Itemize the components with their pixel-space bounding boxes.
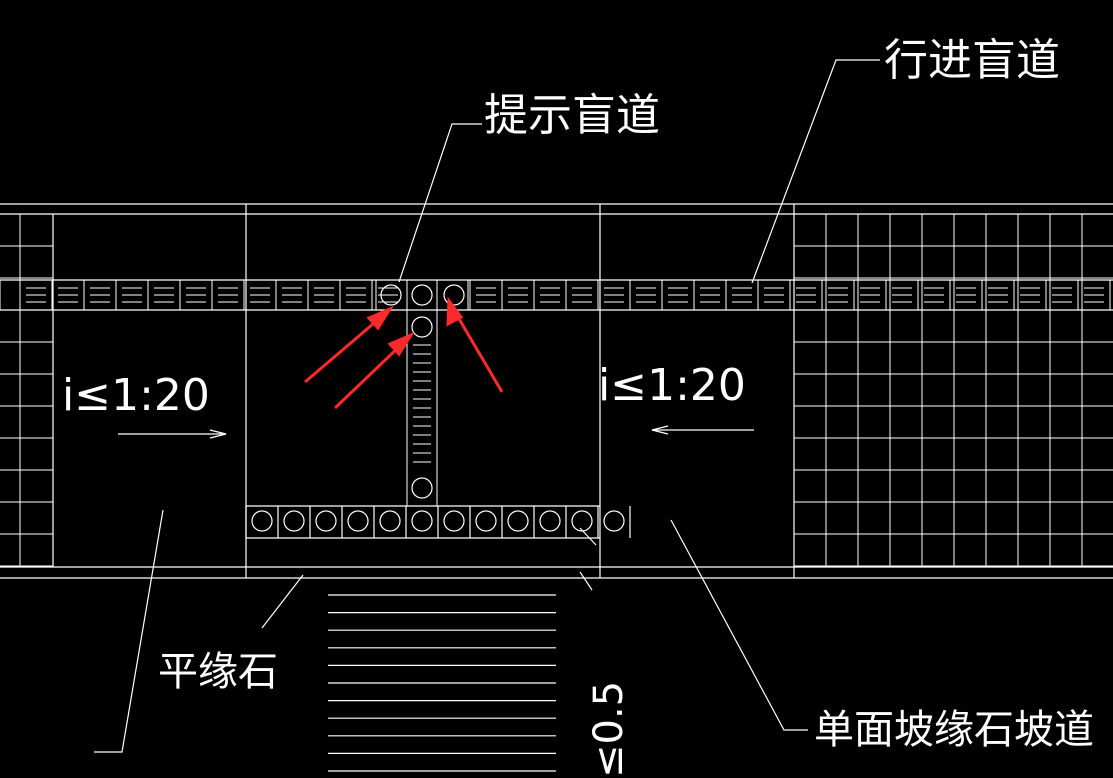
tactile-dot <box>411 284 433 306</box>
tactile-dot <box>251 510 273 532</box>
tactile-dot <box>475 510 497 532</box>
label-gap: ≤0.5 <box>586 681 632 778</box>
tactile-dot <box>443 510 465 532</box>
tactile-dot <box>571 510 593 532</box>
tactile-dot <box>411 510 433 532</box>
tactile-dot <box>507 510 529 532</box>
red-arrows <box>304 296 504 410</box>
label-warning-tactile: 提示盲道 <box>484 90 660 141</box>
label-guiding-tactile: 行进盲道 <box>884 35 1060 86</box>
tactile-dot <box>603 510 625 532</box>
warning-tactile-stem <box>375 280 469 506</box>
tactile-dot <box>443 284 465 306</box>
tactile-dot <box>379 510 401 532</box>
leader-lines <box>94 59 880 753</box>
guiding-tactile-strip <box>0 280 1111 310</box>
slope-arrows <box>118 425 754 439</box>
left-paving-grid <box>0 214 53 567</box>
tactile-dot <box>411 316 433 338</box>
tactile-dot <box>315 510 337 532</box>
label-slope-right: i≤1:20 <box>598 360 746 411</box>
tactile-dot <box>411 477 433 499</box>
label-slope-left: i≤1:20 <box>62 370 210 421</box>
tactile-dot <box>539 510 561 532</box>
sidewalk-band <box>0 203 1113 579</box>
tactile-dot <box>283 510 305 532</box>
tactile-dot <box>347 510 369 532</box>
label-flat-curb: 平缘石 <box>158 649 278 695</box>
right-paving-grid <box>794 214 1113 567</box>
label-single-slope-ramp: 单面坡缘石坡道 <box>814 707 1094 753</box>
crosswalk-stripes <box>328 594 556 772</box>
warning-tactile-dots <box>245 284 631 538</box>
tactile-dot <box>380 284 402 306</box>
